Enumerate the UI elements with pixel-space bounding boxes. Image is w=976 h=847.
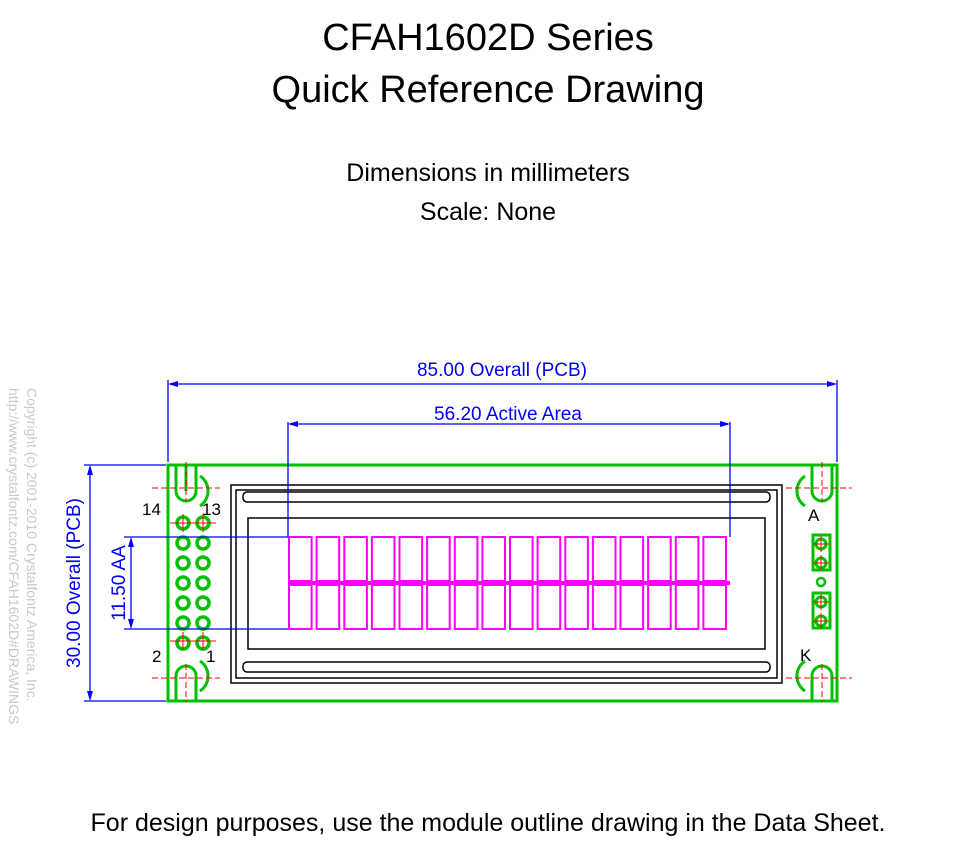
character-cell — [370, 536, 396, 582]
footer-note: For design purposes, use the module outl… — [90, 809, 886, 837]
mounting-hole-arcs — [199, 474, 806, 693]
connector-pin — [195, 575, 211, 591]
character-cell — [288, 584, 313, 630]
character-cell — [398, 584, 424, 630]
dimension-active-height — [124, 536, 288, 630]
dimension-overall-width — [167, 380, 838, 462]
character-cell — [647, 584, 672, 630]
pcb-outline — [166, 463, 839, 703]
pin-label-cathode: K — [800, 646, 812, 665]
pin-label-13: 13 — [202, 500, 221, 519]
character-cell — [453, 536, 479, 582]
character-cell — [536, 536, 562, 582]
character-cell — [426, 536, 451, 582]
overall-width-label: 85.00 Overall (PCB) — [417, 360, 587, 381]
character-cell — [343, 584, 368, 630]
character-cell — [564, 536, 589, 582]
connector-pin — [195, 615, 211, 631]
character-cell — [509, 584, 534, 630]
scale-note: Scale: None — [419, 198, 557, 226]
active-height-label: 11.50 AA — [109, 545, 130, 621]
character-cell — [509, 536, 534, 582]
character-cell — [702, 536, 728, 582]
pin-label-anode: A — [808, 506, 820, 525]
character-cell — [481, 536, 506, 582]
character-cell — [481, 584, 506, 630]
character-cell — [536, 584, 562, 630]
connector-pin — [175, 535, 191, 551]
character-cell — [564, 584, 589, 630]
connector-pin — [175, 555, 191, 571]
connector-pin — [195, 595, 211, 611]
character-cell — [619, 584, 645, 630]
units-note: Dimensions in millimeters — [346, 159, 630, 187]
character-cell — [426, 584, 451, 630]
row-divider — [288, 581, 730, 585]
character-cell — [619, 536, 645, 582]
drawing-title-line2: Quick Reference Drawing — [271, 69, 705, 111]
drawing-title-line1: CFAH1602D Series — [322, 17, 654, 59]
connector-pin — [195, 555, 211, 571]
character-cell — [674, 536, 700, 582]
dimension-active-area — [287, 421, 731, 537]
pin-label-2: 2 — [152, 647, 161, 666]
character-cell — [453, 584, 479, 630]
character-cell — [591, 584, 617, 630]
character-cell — [674, 584, 700, 630]
character-cell — [702, 584, 728, 630]
active-area-label: 56.20 Active Area — [434, 404, 582, 425]
pin-label-14: 14 — [142, 500, 161, 519]
dimension-overall-height — [84, 464, 166, 702]
backlight-connector — [811, 533, 832, 630]
character-cell — [343, 536, 368, 582]
connector-pin — [175, 595, 191, 611]
pin-label-1: 1 — [206, 647, 215, 666]
connector-pin — [175, 615, 191, 631]
hole-center-marks — [152, 462, 852, 702]
character-cell — [647, 536, 672, 582]
lcd-bezel — [230, 484, 783, 684]
character-cell — [370, 584, 396, 630]
connector-pin — [175, 575, 191, 591]
character-cell — [398, 536, 424, 582]
character-cell — [315, 536, 341, 582]
connector-pin — [195, 535, 211, 551]
character-cell — [315, 584, 341, 630]
character-cell — [288, 536, 313, 582]
active-area-characters — [288, 536, 730, 630]
overall-height-label: 30.00 Overall (PCB) — [64, 498, 85, 668]
character-cell — [591, 536, 617, 582]
